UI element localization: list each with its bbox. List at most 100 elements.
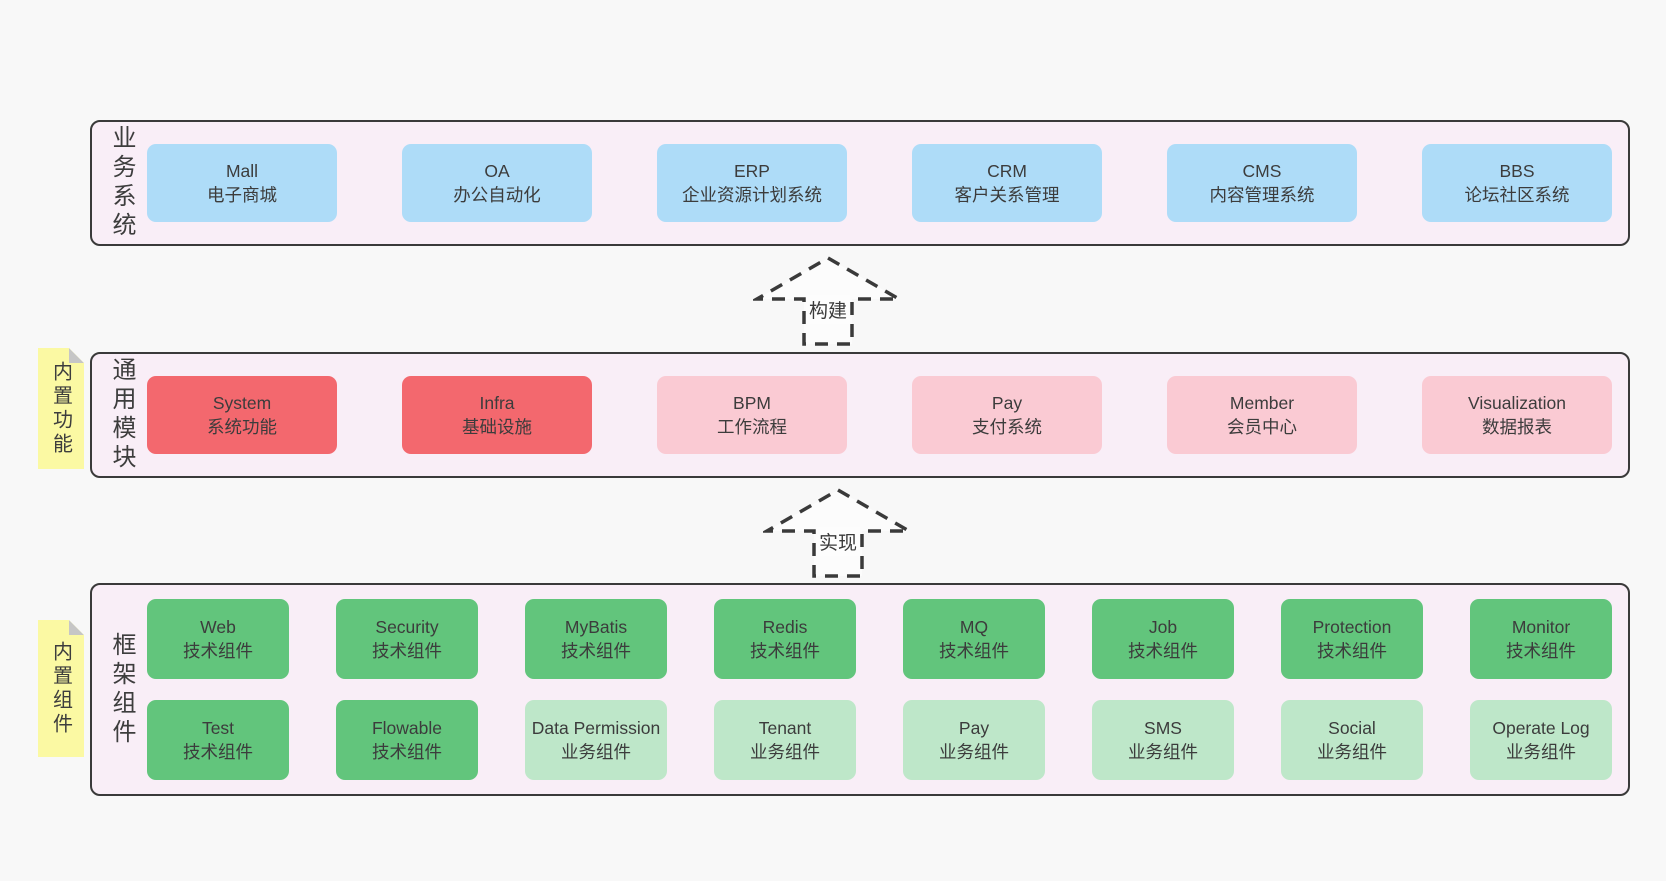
box-title: MQ bbox=[959, 616, 989, 637]
box-subtitle: 技术组件 bbox=[939, 641, 1009, 661]
box-row: System 系统功能 Infra 基础设施 BPM 工作流程 Pay 支付系统 Member 会… bbox=[147, 376, 1612, 454]
box-subtitle: 会员中心 bbox=[1227, 417, 1297, 437]
box-subtitle: 客户关系管理 bbox=[954, 185, 1060, 205]
sticky-builtin-components-label: 内置组件 bbox=[49, 640, 72, 737]
sticky-note-builtin-features: 内置功能 bbox=[38, 348, 84, 469]
box-title: Social bbox=[1328, 717, 1376, 738]
module-box-cms: CMS 内容管理系统 bbox=[1167, 144, 1357, 222]
module-box-mybatis: MyBatis 技术组件 bbox=[525, 599, 667, 679]
module-box-flowable: Flowable 技术组件 bbox=[336, 700, 478, 780]
implement-arrow-label: 实现 bbox=[815, 527, 861, 556]
module-box-sms: SMS 业务组件 bbox=[1092, 700, 1234, 780]
box-title: BPM bbox=[733, 392, 771, 413]
box-title: Web bbox=[200, 616, 236, 637]
box-title: Protection bbox=[1312, 616, 1392, 637]
box-title: SMS bbox=[1144, 717, 1182, 738]
sticky-builtin-features-label: 内置功能 bbox=[49, 360, 72, 457]
box-subtitle: 系统功能 bbox=[207, 417, 277, 437]
box-row: Mall 电子商城 OA 办公自动化 ERP 企业资源计划系统 CRM 客户关系管理 CMS 内容… bbox=[147, 144, 1612, 222]
box-title: Operate Log bbox=[1492, 717, 1590, 738]
box-subtitle: 业务组件 bbox=[561, 742, 631, 762]
section-common-modules: 通用模块 System 系统功能 Infra 基础设施 BPM 工作流程 Pay 支付系统 Me… bbox=[90, 352, 1630, 478]
box-title: Test bbox=[201, 717, 235, 738]
box-subtitle: 技术组件 bbox=[750, 641, 820, 661]
box-subtitle: 技术组件 bbox=[372, 742, 442, 762]
module-box-pay: Pay 支付系统 bbox=[912, 376, 1102, 454]
box-subtitle: 办公自动化 bbox=[453, 185, 541, 205]
box-subtitle: 电子商城 bbox=[207, 185, 277, 205]
box-title: Member bbox=[1229, 392, 1295, 413]
box-subtitle: 数据报表 bbox=[1482, 417, 1552, 437]
box-title: CRM bbox=[987, 160, 1027, 181]
box-title: Job bbox=[1148, 616, 1178, 637]
implement-arrow: 实现 bbox=[763, 487, 913, 579]
box-subtitle: 业务组件 bbox=[939, 742, 1009, 762]
modules-box-rows: System 系统功能 Infra 基础设施 BPM 工作流程 Pay 支付系统 Member 会… bbox=[147, 354, 1612, 476]
module-box-member: Member 会员中心 bbox=[1167, 376, 1357, 454]
box-title: ERP bbox=[734, 160, 770, 181]
module-box-crm: CRM 客户关系管理 bbox=[912, 144, 1102, 222]
module-box-social: Social 业务组件 bbox=[1281, 700, 1423, 780]
module-box-mall: Mall 电子商城 bbox=[147, 144, 337, 222]
module-box-system: System 系统功能 bbox=[147, 376, 337, 454]
box-subtitle: 基础设施 bbox=[462, 417, 532, 437]
box-title: Pay bbox=[958, 717, 990, 738]
box-title: Mall bbox=[225, 160, 259, 181]
box-subtitle: 技术组件 bbox=[1317, 641, 1387, 661]
box-subtitle: 技术组件 bbox=[561, 641, 631, 661]
box-subtitle: 企业资源计划系统 bbox=[682, 185, 822, 205]
box-subtitle: 业务组件 bbox=[750, 742, 820, 762]
folded-corner-icon bbox=[69, 620, 84, 635]
module-box-operate-log: Operate Log 业务组件 bbox=[1470, 700, 1612, 780]
module-box-bpm: BPM 工作流程 bbox=[657, 376, 847, 454]
box-title: Tenant bbox=[758, 717, 812, 738]
build-arrow: 构建 bbox=[753, 255, 903, 347]
module-box-redis: Redis 技术组件 bbox=[714, 599, 856, 679]
module-box-mq: MQ 技术组件 bbox=[903, 599, 1045, 679]
box-subtitle: 技术组件 bbox=[1128, 641, 1198, 661]
box-title: OA bbox=[484, 160, 510, 181]
module-box-visualization: Visualization 数据报表 bbox=[1422, 376, 1612, 454]
box-title: CMS bbox=[1242, 160, 1282, 181]
module-box-pay: Pay 业务组件 bbox=[903, 700, 1045, 780]
section-modules-label: 通用模块 bbox=[108, 357, 135, 473]
box-subtitle: 业务组件 bbox=[1317, 742, 1387, 762]
module-box-infra: Infra 基础设施 bbox=[402, 376, 592, 454]
box-subtitle: 技术组件 bbox=[1506, 641, 1576, 661]
box-title: Monitor bbox=[1511, 616, 1571, 637]
box-title: BBS bbox=[1499, 160, 1535, 181]
box-subtitle: 工作流程 bbox=[717, 417, 787, 437]
sticky-note-builtin-components: 内置组件 bbox=[38, 620, 84, 757]
box-title: Redis bbox=[762, 616, 808, 637]
box-subtitle: 论坛社区系统 bbox=[1464, 185, 1570, 205]
module-box-bbs: BBS 论坛社区系统 bbox=[1422, 144, 1612, 222]
build-arrow-label: 构建 bbox=[805, 295, 851, 324]
module-box-tenant: Tenant 业务组件 bbox=[714, 700, 856, 780]
box-title: Infra bbox=[479, 392, 515, 413]
box-title: MyBatis bbox=[564, 616, 628, 637]
section-business-systems: 业务系统 Mall 电子商城 OA 办公自动化 ERP 企业资源计划系统 CRM 客户关系管理… bbox=[90, 120, 1630, 246]
module-box-monitor: Monitor 技术组件 bbox=[1470, 599, 1612, 679]
module-box-job: Job 技术组件 bbox=[1092, 599, 1234, 679]
box-subtitle: 支付系统 bbox=[972, 417, 1042, 437]
box-subtitle: 内容管理系统 bbox=[1209, 185, 1315, 205]
business-box-rows: Mall 电子商城 OA 办公自动化 ERP 企业资源计划系统 CRM 客户关系管理 CMS 内容… bbox=[147, 122, 1612, 244]
box-subtitle: 业务组件 bbox=[1128, 742, 1198, 762]
box-title: Flowable bbox=[371, 717, 443, 738]
box-subtitle: 技术组件 bbox=[183, 742, 253, 762]
box-title: Visualization bbox=[1468, 392, 1566, 413]
box-title: Security bbox=[375, 616, 439, 637]
box-title: Pay bbox=[991, 392, 1023, 413]
section-business-label: 业务系统 bbox=[108, 125, 135, 241]
box-title: System bbox=[212, 392, 272, 413]
box-subtitle: 业务组件 bbox=[1506, 742, 1576, 762]
module-box-erp: ERP 企业资源计划系统 bbox=[657, 144, 847, 222]
module-box-test: Test 技术组件 bbox=[147, 700, 289, 780]
